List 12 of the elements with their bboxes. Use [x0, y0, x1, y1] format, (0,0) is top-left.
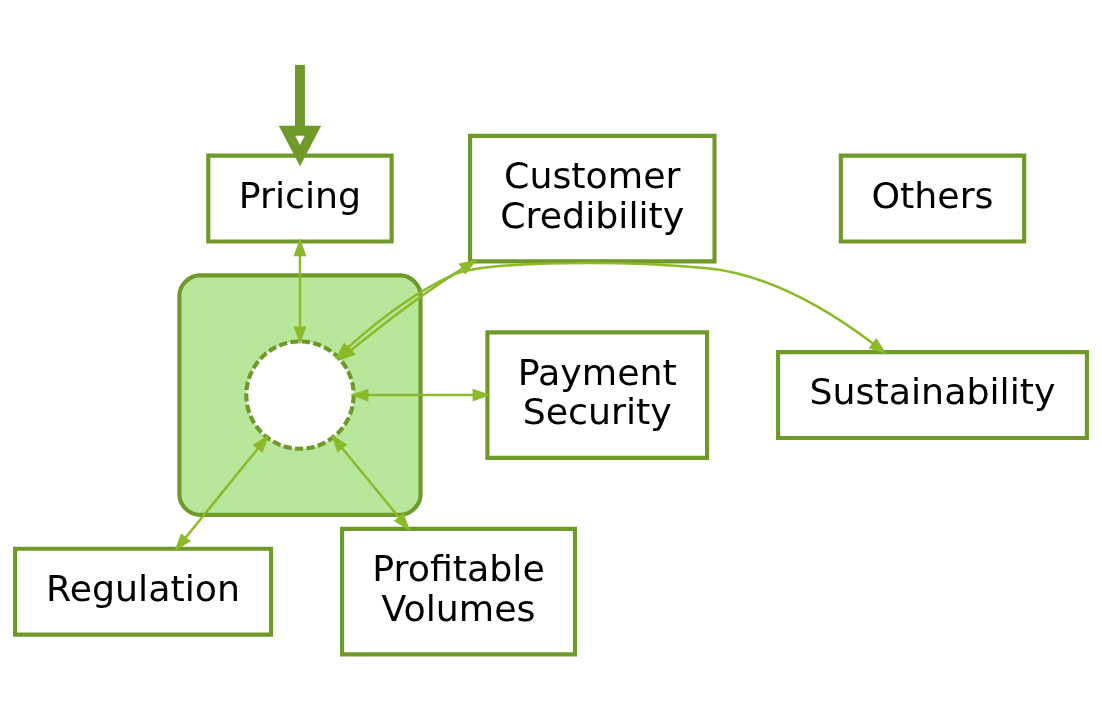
arrow — [174, 434, 270, 552]
node-box: Sustainability — [776, 350, 1089, 441]
arrow — [330, 434, 411, 532]
arrow — [293, 237, 307, 345]
node-box: Pricing — [206, 153, 394, 244]
node-box: Regulation — [13, 546, 274, 637]
node-box: Customer Credibility — [468, 133, 717, 264]
node-box: Payment Security — [485, 330, 710, 460]
node-box: Profitable Volumes — [340, 526, 577, 657]
arrow — [350, 388, 491, 402]
node-box: Others — [838, 153, 1027, 244]
arrow — [278, 64, 322, 167]
